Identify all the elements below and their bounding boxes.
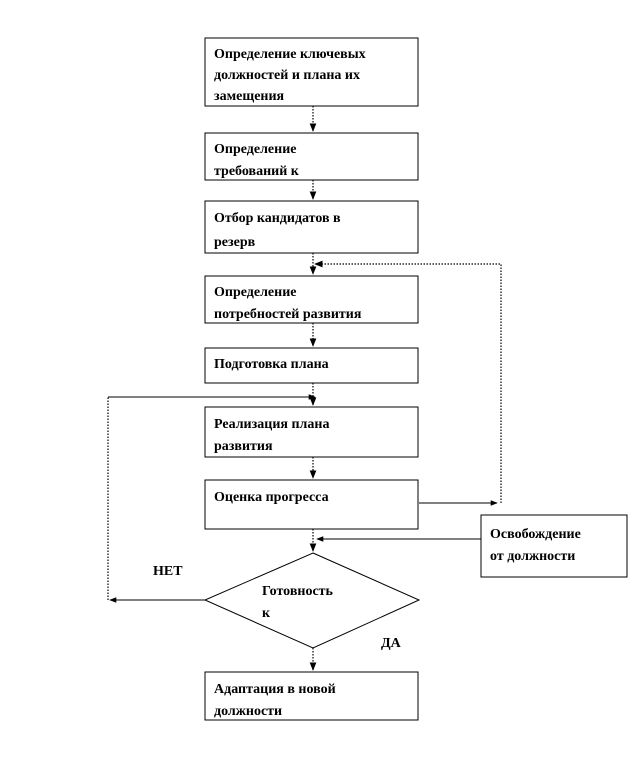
no-label: НЕТ — [153, 564, 183, 579]
step-1-line-1: Определение ключевых — [214, 47, 366, 62]
step-1-line-2: должностей и плана их — [214, 68, 360, 83]
final-line-2: должности — [214, 704, 282, 719]
step-6-line-2: развития — [214, 439, 273, 454]
step-6-line-1: Реализация плана — [214, 417, 329, 432]
release-line-1: Освобождение — [490, 527, 581, 542]
loop-progress-to-needs-up — [314, 260, 502, 503]
step-3-line-1: Отбор кандидатов в — [214, 211, 341, 226]
connectors — [107, 106, 502, 671]
step-3: Отбор кандидатов в резерв — [204, 200, 419, 254]
step-2-line-2: требований к — [214, 164, 300, 179]
decision-diamond: Готовность к — [203, 552, 421, 649]
step-5: Подготовка плана — [204, 347, 419, 384]
step-1: Определение ключевых должностей и плана … — [204, 37, 419, 107]
step-4: Определение потребностей развития — [204, 275, 419, 324]
final-line-1: Адаптация в новой — [214, 682, 336, 697]
step-2-line-1: Определение — [214, 142, 296, 157]
step-4-line-2: потребностей развития — [214, 307, 362, 322]
step-3-line-2: резерв — [214, 235, 256, 250]
decision-line-1: Готовность — [262, 584, 334, 599]
step-1-line-3: замещения — [214, 89, 285, 104]
step-2: Определение требований к — [204, 132, 419, 181]
release-box: Освобождение от должности — [480, 514, 628, 578]
yes-label: ДА — [381, 636, 402, 651]
step-5-line-1: Подготовка плана — [214, 357, 329, 372]
decision-line-2: к — [262, 606, 271, 621]
step-4-line-1: Определение — [214, 285, 296, 300]
step-7-line-1: Оценка прогресса — [214, 490, 329, 505]
step-6: Реализация плана развития — [204, 406, 419, 458]
step-7: Оценка прогресса — [204, 479, 419, 530]
final-box: Адаптация в новой должности — [204, 671, 419, 721]
release-line-2: от должности — [490, 549, 575, 564]
